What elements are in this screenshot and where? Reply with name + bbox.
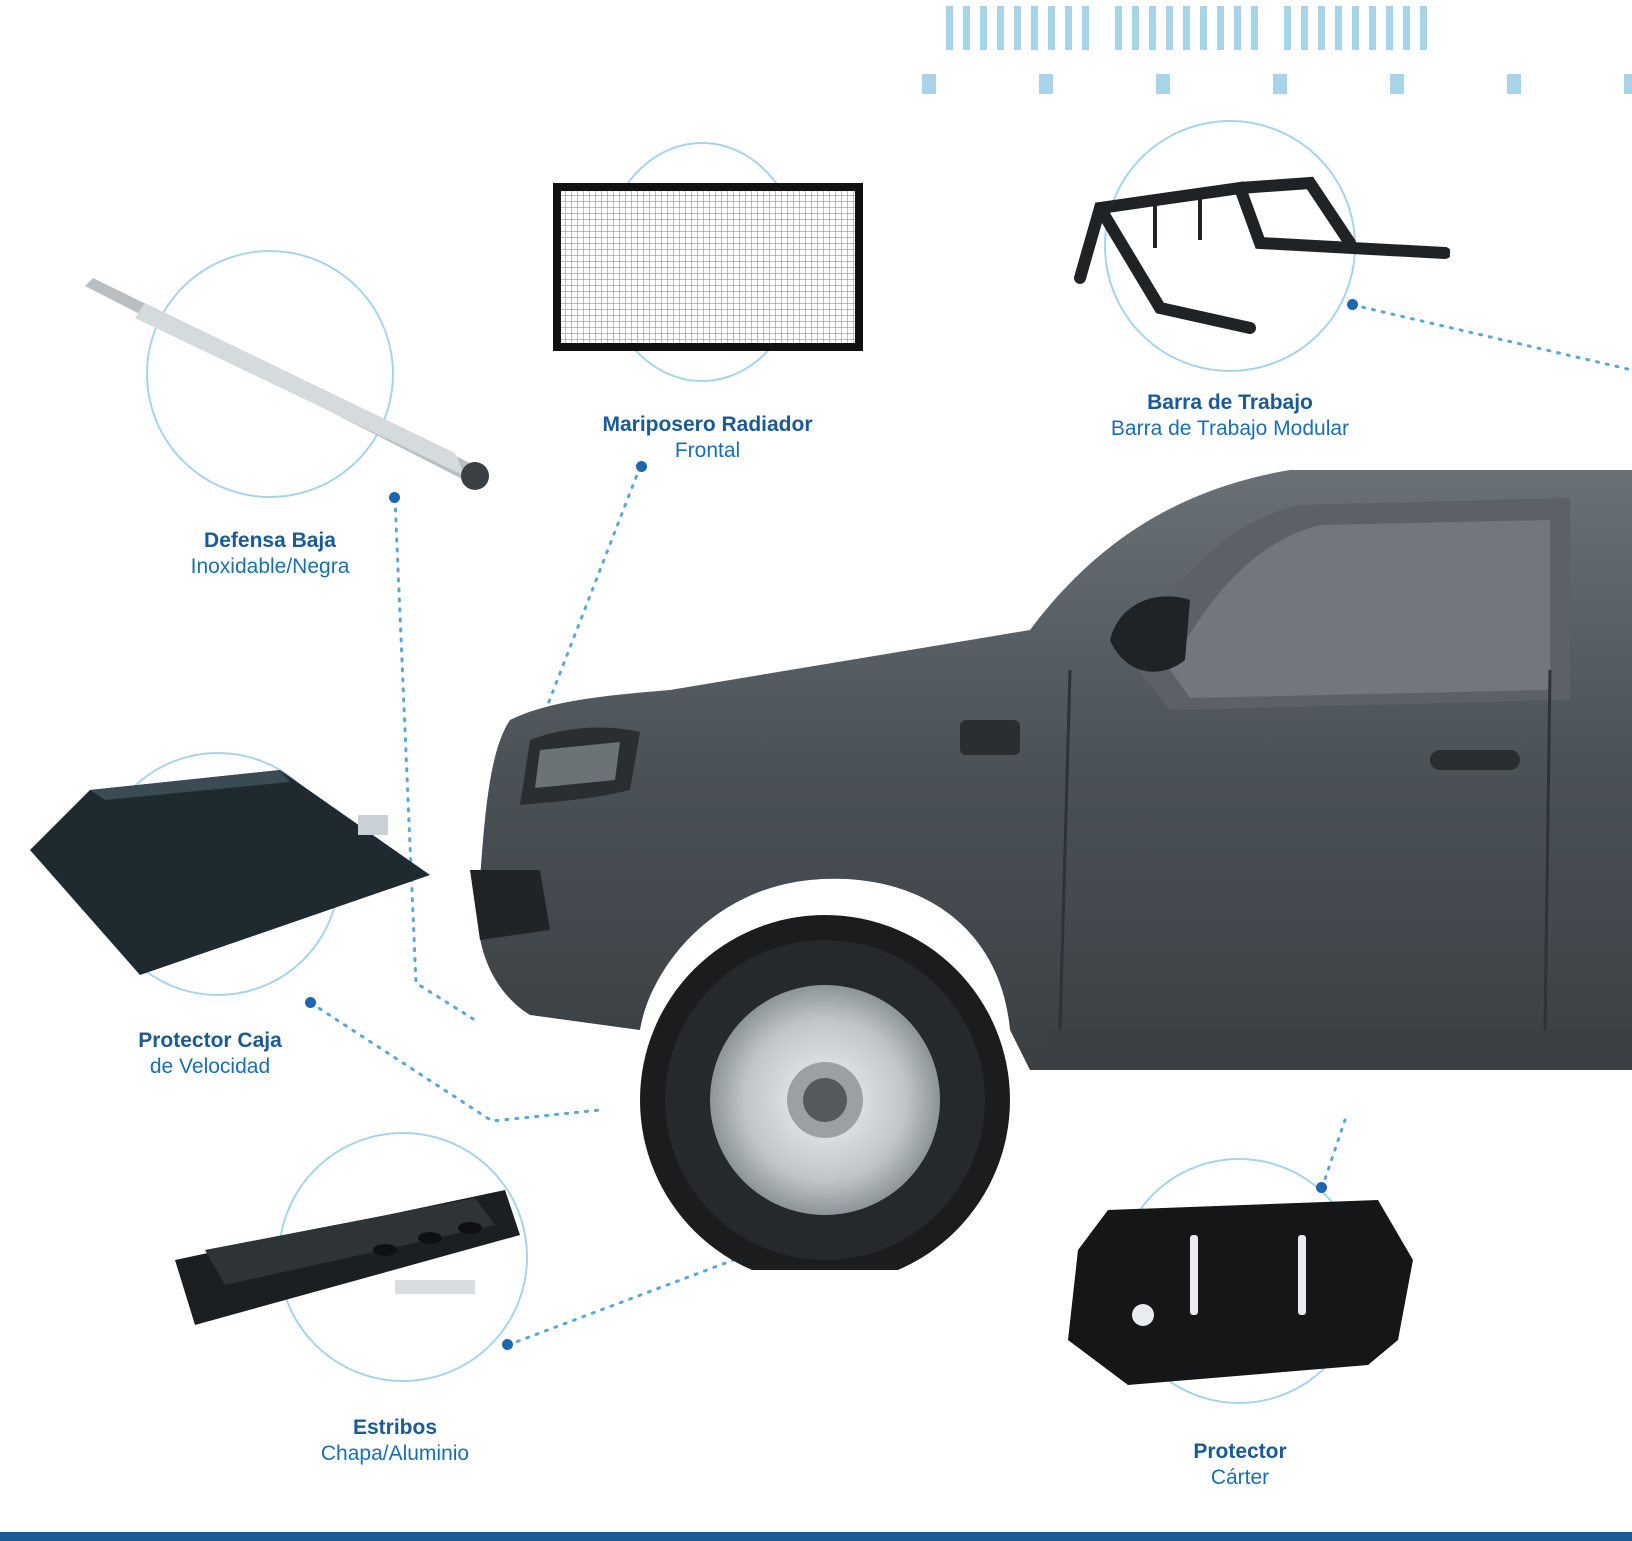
gearbox-guard-image bbox=[30, 770, 430, 975]
title-estribos: Estribos bbox=[352, 1416, 438, 1439]
dot-mariposero bbox=[636, 461, 647, 472]
label-carter: Protector Cárter bbox=[1140, 1439, 1340, 1492]
subtitle-carter: Cárter bbox=[1210, 1466, 1270, 1490]
dot-barra bbox=[1347, 299, 1358, 310]
title-caja: Protector Caja bbox=[138, 1029, 282, 1052]
dot-carter bbox=[1316, 1182, 1327, 1193]
circle-defensa bbox=[146, 250, 394, 498]
connector-barra bbox=[1351, 303, 1632, 372]
title-barra: Barra de Trabajo bbox=[1147, 391, 1313, 414]
label-barra: Barra de Trabajo Barra de Trabajo Modula… bbox=[1070, 390, 1390, 443]
connector-caja bbox=[309, 1001, 602, 1123]
dot-caja bbox=[305, 997, 316, 1008]
label-defensa: Defensa Baja Inoxidable/Negra bbox=[150, 528, 390, 581]
subtitle-defensa: Inoxidable/Negra bbox=[190, 555, 350, 579]
skid-plate-image bbox=[1068, 1200, 1413, 1385]
subtitle-estribos: Chapa/Aluminio bbox=[320, 1442, 470, 1466]
label-mariposero: Mariposero Radiador Frontal bbox=[570, 412, 845, 465]
radiator-mesh-image bbox=[553, 183, 863, 351]
dot-estribos bbox=[502, 1339, 513, 1350]
header-stripes-decoration bbox=[946, 6, 1453, 50]
title-defensa: Defensa Baja bbox=[204, 529, 336, 552]
title-mariposero: Mariposero Radiador bbox=[602, 413, 813, 436]
label-estribos: Estribos Chapa/Aluminio bbox=[290, 1415, 500, 1468]
subtitle-caja: de Velocidad bbox=[149, 1055, 271, 1079]
subtitle-mariposero: Frontal bbox=[674, 439, 741, 463]
pickup-truck-image bbox=[470, 470, 1632, 1270]
title-carter: Protector bbox=[1193, 1440, 1287, 1463]
dot-defensa bbox=[389, 492, 400, 503]
connector-defensa bbox=[393, 497, 480, 1024]
header-squares-decoration bbox=[922, 74, 1632, 94]
connector-carter bbox=[1320, 1118, 1347, 1190]
side-step-image bbox=[175, 1190, 520, 1325]
label-caja: Protector Caja de Velocidad bbox=[110, 1028, 310, 1081]
subtitle-barra: Barra de Trabajo Modular bbox=[1110, 417, 1350, 441]
roll-bar-image bbox=[1074, 176, 1450, 334]
bumper-bar-image bbox=[85, 278, 489, 490]
footer-bar bbox=[0, 1532, 1632, 1541]
